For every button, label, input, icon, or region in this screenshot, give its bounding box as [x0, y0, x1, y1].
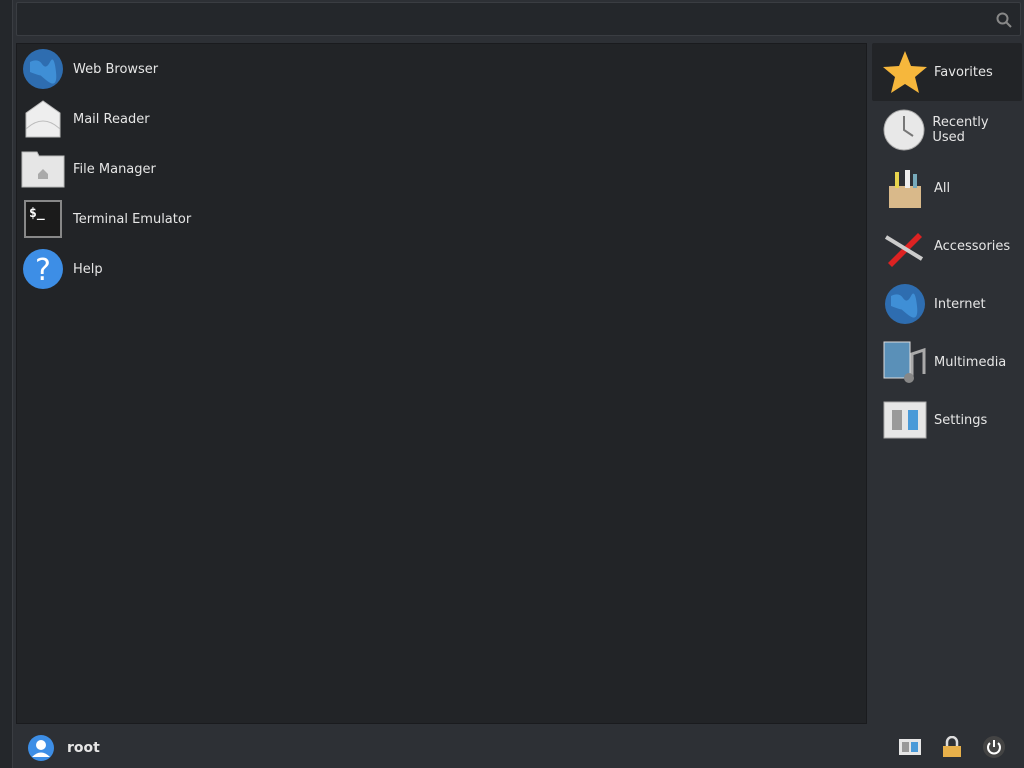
search-input[interactable] [17, 3, 1020, 35]
app-label: File Manager [73, 161, 156, 177]
category-label: Multimedia [934, 354, 1007, 370]
folder-icon [21, 147, 65, 191]
help-icon: ? [21, 247, 65, 291]
app-help[interactable]: ? Help [21, 246, 861, 292]
desktop-edge [0, 0, 14, 768]
app-mail-reader[interactable]: Mail Reader [21, 96, 861, 142]
search-icon [996, 12, 1012, 28]
all-apps-icon [882, 165, 928, 211]
whisker-menu: Web Browser Mail Reader File Manager $_ … [12, 0, 1024, 768]
avatar [28, 735, 54, 761]
app-label: Terminal Emulator [73, 211, 192, 227]
category-label: Internet [934, 296, 986, 312]
log-out-button[interactable] [981, 734, 1007, 760]
app-label: Web Browser [73, 61, 159, 77]
category-favorites[interactable]: Favorites [872, 43, 1022, 101]
category-label: Settings [934, 412, 988, 428]
bottom-bar: root [13, 728, 1024, 768]
multimedia-icon [882, 339, 928, 385]
settings-manager-button[interactable] [897, 734, 923, 760]
lock-screen-button[interactable] [939, 734, 965, 760]
favorites-list: Web Browser Mail Reader File Manager $_ … [16, 43, 867, 724]
svg-text:?: ? [35, 253, 51, 288]
app-file-manager[interactable]: File Manager [21, 146, 861, 192]
category-internet[interactable]: Internet [872, 275, 1022, 333]
username: root [67, 740, 100, 756]
app-label: Help [73, 261, 103, 277]
app-web-browser[interactable]: Web Browser [21, 46, 861, 92]
app-terminal-emulator[interactable]: $_ Terminal Emulator [21, 196, 861, 242]
app-label: Mail Reader [73, 111, 150, 127]
category-label: Favorites [934, 64, 993, 80]
globe-icon [21, 47, 65, 91]
star-icon [882, 49, 928, 95]
category-label: Accessories [934, 238, 1011, 254]
svg-text:$_: $_ [29, 206, 45, 221]
category-label: Recently Used [932, 115, 989, 145]
category-recently-used[interactable]: Recently Used [872, 101, 1022, 159]
category-multimedia[interactable]: Multimedia [872, 333, 1022, 391]
search-field[interactable] [16, 2, 1021, 36]
category-list: Favorites Recently Used All Accessories … [872, 43, 1022, 449]
category-settings[interactable]: Settings [872, 391, 1022, 449]
accessories-icon [882, 223, 928, 269]
lock-icon [943, 736, 961, 757]
user-info[interactable]: root [27, 734, 100, 762]
clock-icon [882, 107, 926, 153]
category-label: All [934, 180, 951, 196]
settings-icon [882, 397, 928, 443]
terminal-icon: $_ [21, 197, 65, 241]
category-all[interactable]: All [872, 159, 1022, 217]
settings-manager-icon [899, 739, 921, 755]
category-accessories[interactable]: Accessories [872, 217, 1022, 275]
power-icon [983, 736, 1005, 758]
globe-icon [882, 281, 928, 327]
mail-icon [21, 97, 65, 141]
